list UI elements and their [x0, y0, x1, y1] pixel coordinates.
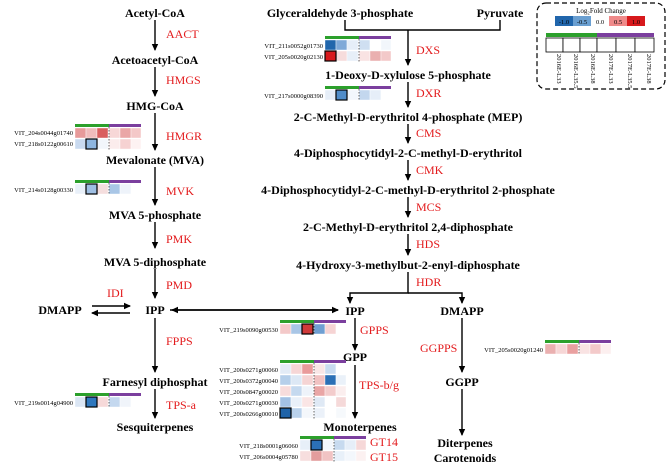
- heatmap-mvk: VIT_214s0128g00330: [14, 180, 142, 195]
- legend-tick: 0.5: [614, 19, 622, 26]
- mva-5-phosphate: MVA 5-phosphate: [109, 208, 202, 222]
- gene-label: VIT_200s0266g00010: [219, 411, 278, 418]
- heatmap-tps-bg: VIT_200s0271g00060 VIT_200s0372g00040 VI…: [219, 360, 347, 419]
- diterpenes: Diterpenes: [437, 436, 493, 450]
- gene-label: VIT_200s0847g00020: [219, 389, 278, 396]
- hmg-coa: HMG-CoA: [126, 99, 184, 113]
- acetoacetyl-coa: Acetoacetyl-CoA: [112, 53, 199, 67]
- legend-tick: -1.0: [559, 19, 569, 26]
- legend: Log₂Fold Change -1.0 -0.5 0.0 0.5 1.0 20…: [536, 2, 666, 90]
- gene-label: VIT_205s0020g01240: [484, 347, 543, 354]
- mva-arrows: [91, 20, 339, 419]
- enzyme-hdr: HDR: [416, 275, 441, 289]
- enzyme-aact: AACT: [166, 27, 199, 41]
- enzyme-gt14: GT14: [370, 435, 398, 449]
- enzyme-tps-a: TPS-a: [166, 398, 197, 412]
- legend-tick: 1.0: [632, 19, 640, 26]
- enzyme-dxr: DXR: [416, 86, 441, 100]
- legend-column-label: 2017E-L38: [645, 54, 652, 84]
- mva-5-diphosphate: MVA 5-diphosphate: [104, 255, 207, 269]
- mep-arrows: [344, 20, 501, 436]
- acetyl-coa: Acetyl-CoA: [125, 6, 185, 20]
- gene-label: VIT_200s0271g00060: [219, 367, 278, 374]
- heatmap-tps-a: VIT_219s0014g04900: [14, 393, 142, 408]
- enzyme-pmd: PMD: [166, 278, 192, 292]
- gene-label: VIT_204s0044g01740: [14, 130, 73, 137]
- heatmap-ggpps: VIT_205s0020g01240: [484, 340, 612, 355]
- monoterpenes: Monoterpenes: [323, 420, 397, 434]
- ipp-left: IPP: [145, 303, 164, 317]
- legend-column-label: 2017E-L35.5: [626, 54, 633, 88]
- legend-column-label: 2016E-L33: [555, 54, 562, 84]
- gene-label: VIT_205s0020g02130: [264, 54, 323, 61]
- enzyme-pmk: PMK: [166, 232, 192, 246]
- gene-label: VIT_214s0128g00330: [14, 187, 73, 194]
- enzyme-gpps: GPPS: [360, 323, 389, 337]
- gene-label: VIT_219s0090g00530: [219, 327, 278, 334]
- enzyme-tps-bg: TPS-b/g: [359, 378, 399, 392]
- enzyme-ggpps: GGPPS: [420, 341, 457, 355]
- enzyme-cms: CMS: [416, 126, 441, 140]
- ggpp: GGPP: [445, 375, 478, 389]
- carotenoids: Carotenoids: [434, 451, 497, 464]
- sesquiterpenes: Sesquiterpenes: [117, 420, 194, 434]
- pyruvate: Pyruvate: [477, 6, 524, 20]
- mecpp: 2-C-Methyl-D-erythritol 2,4-diphosphate: [303, 220, 514, 234]
- mep: 2-C-Methyl-D-erythritol 4-phosphate (MEP…: [294, 110, 523, 124]
- enzyme-idi: IDI: [107, 286, 124, 300]
- farnesyl-diphosphate: Farnesyl diphosphat: [102, 375, 207, 389]
- legend-column-label: 2016E-L38: [589, 54, 596, 84]
- gene-label: VIT_218s0122g00610: [14, 141, 73, 148]
- enzyme-mcs: MCS: [416, 200, 441, 214]
- hmbpp: 4-Hydroxy-3-methylbut-2-enyl-diphosphate: [296, 258, 520, 272]
- heatmap-gt: VIT_218s0001g06060 VIT_206s0004g05780: [239, 436, 367, 462]
- glyceraldehyde-3-phosphate: Glyceraldehyde 3-phosphate: [267, 6, 414, 20]
- enzyme-gt15: GT15: [370, 450, 398, 464]
- enzyme-fpps: FPPS: [166, 334, 193, 348]
- legend-tick: 0.0: [596, 19, 604, 26]
- heatmap-dxs: VIT_211s0052g01730 VIT_205s0020g02130: [264, 36, 392, 62]
- gene-label: VIT_206s0004g05780: [239, 454, 298, 461]
- enzyme-cmk: CMK: [416, 163, 444, 177]
- legend-title: Log₂Fold Change: [576, 7, 626, 15]
- gene-label: VIT_219s0014g04900: [14, 400, 73, 407]
- cdp-mep: 4-Diphosphocytidyl-2-C-methyl-D-erythrit…: [261, 183, 555, 197]
- dmapp-right: DMAPP: [440, 304, 483, 318]
- ipp-right: IPP: [345, 304, 364, 318]
- gene-label: VIT_200s0372g00040: [219, 378, 278, 385]
- enzyme-labels: AACT HMGS HMGR MVK PMK PMD IDI FPPS TPS-…: [107, 27, 457, 464]
- gene-label: VIT_211s0052g01730: [264, 43, 323, 50]
- gpp: GPP: [343, 350, 367, 364]
- dmapp-left: DMAPP: [38, 303, 81, 317]
- gene-label: VIT_200s0271g00030: [219, 400, 278, 407]
- dxp: 1-Deoxy-D-xylulose 5-phosphate: [325, 68, 491, 82]
- heatmap-dxr: VIT_217s0000g08390: [264, 86, 392, 101]
- enzyme-dxs: DXS: [416, 43, 440, 57]
- legend-colorbar: [555, 16, 645, 26]
- heatmap-gpps: VIT_219s0090g00530: [219, 320, 347, 335]
- legend-tick: -0.5: [577, 19, 587, 26]
- enzyme-hds: HDS: [416, 237, 440, 251]
- gene-label: VIT_218s0001g06060: [239, 443, 298, 450]
- legend-column-label: 2016E-L35.5: [572, 54, 579, 88]
- gene-label: VIT_217s0000g08390: [264, 93, 323, 100]
- mevalonate: Mevalonate (MVA): [106, 153, 204, 167]
- heatmap-hmgr: VIT_204s0044g01740 VIT_218s0122g00610: [14, 124, 142, 150]
- legend-column-label: 2017E-L33: [607, 54, 614, 84]
- cdp-me: 4-Diphosphocytidyl-2-C-methyl-D-erythrit…: [294, 146, 523, 160]
- enzyme-mvk: MVK: [166, 184, 194, 198]
- metabolite-labels: Acetyl-CoA Acetoacetyl-CoA HMG-CoA Meval…: [38, 6, 555, 464]
- enzyme-hmgr: HMGR: [166, 129, 202, 143]
- enzyme-hmgs: HMGS: [166, 73, 201, 87]
